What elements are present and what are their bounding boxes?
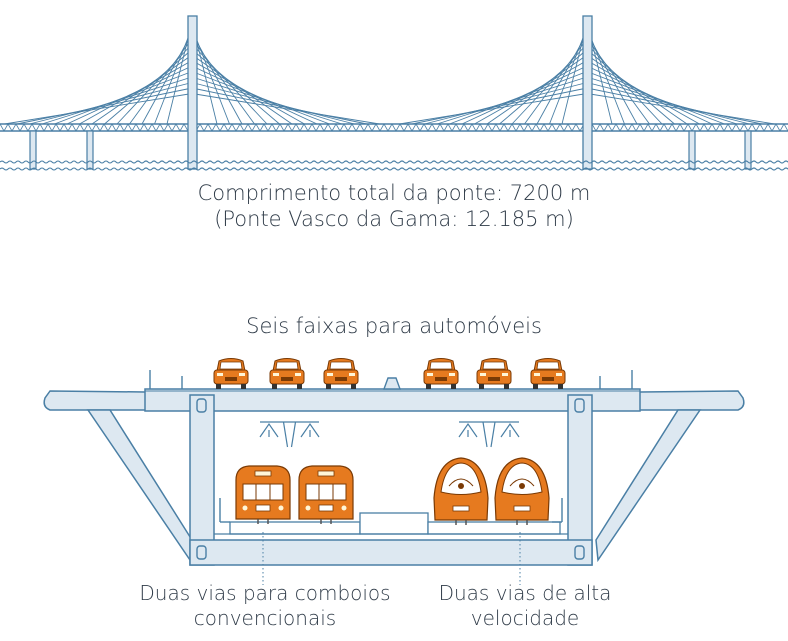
- conventional-tracks-label: Duas vias para comboios convencionais: [110, 581, 420, 631]
- car-front-icon: [323, 358, 359, 389]
- left-inner-wall: [189, 394, 215, 566]
- car-front-icon: [423, 358, 459, 389]
- car-front-icon: [269, 358, 305, 389]
- catenary-pantograph-icon: [259, 421, 520, 448]
- conventional-label-line2: convencionais: [193, 606, 337, 630]
- conventional-label-line1: Duas vias para comboios: [139, 581, 391, 605]
- highspeed-tracks-label: Duas vias de alta velocidade: [400, 581, 650, 631]
- high-speed-train-front-icon: [494, 457, 550, 525]
- car-front-icon: [476, 358, 512, 389]
- comparison-label: (Ponte Vasco da Gama: 12.185 m): [214, 207, 574, 231]
- wall-openings: [196, 398, 585, 560]
- high-speed-train-front-icon: [433, 457, 489, 525]
- tower-right: [582, 15, 593, 170]
- road-lanes-label: Seis faixas para automóveis: [246, 314, 542, 338]
- piers: [29, 130, 752, 170]
- highspeed-label-line2: velocidade: [470, 606, 580, 630]
- top-slab: [144, 388, 641, 412]
- cars: [213, 358, 566, 389]
- car-front-icon: [213, 358, 249, 389]
- railings: [149, 370, 633, 390]
- bottom-slab: [189, 539, 593, 566]
- conventional-train-front-icon: [235, 465, 291, 524]
- bridge-elevation: [0, 15, 788, 171]
- tower-left: [187, 15, 198, 170]
- track-buffers: [219, 498, 563, 523]
- truss-deck: [0, 123, 788, 132]
- stay-cables: [4, 21, 775, 125]
- trains: [235, 457, 550, 525]
- car-front-icon: [530, 358, 566, 389]
- pointer-lines: [262, 532, 521, 585]
- bridge-length-label: Comprimento total da ponte: 7200 m: [197, 181, 591, 205]
- water-surface: [0, 160, 788, 171]
- highspeed-label-line1: Duas vias de alta: [438, 581, 612, 605]
- left-sloped-web: [86, 409, 193, 563]
- conventional-train-front-icon: [298, 465, 354, 524]
- right-sloped-web: [595, 409, 702, 563]
- deck-cross-section: [43, 370, 745, 585]
